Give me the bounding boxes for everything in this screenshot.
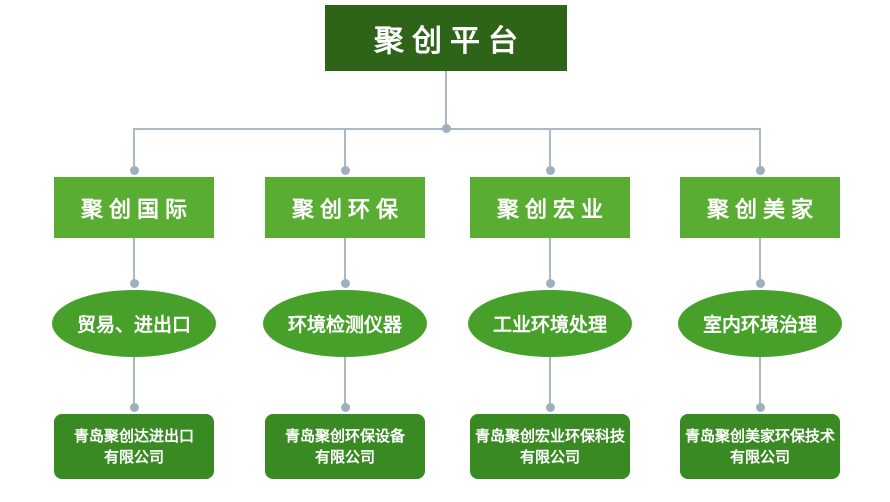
company-name-line: 有限公司 xyxy=(103,447,164,466)
company-name-line: 有限公司 xyxy=(519,447,580,466)
connector-dot xyxy=(340,166,350,175)
node-division: 聚创美家 xyxy=(680,177,840,238)
connector-line xyxy=(759,238,761,286)
connector-dot xyxy=(545,279,555,288)
company-name-line: 青岛聚创宏业环保科技 xyxy=(474,426,625,445)
node-company: 青岛聚创美家环保技术 有限公司 xyxy=(680,414,840,479)
org-column-2: 聚创环保 环境检测仪器 青岛聚创环保设备 有限公司 xyxy=(263,128,427,488)
node-business: 环境检测仪器 xyxy=(263,290,427,357)
connector-junction-dot xyxy=(442,124,451,133)
connector-dot xyxy=(129,279,139,288)
connector-dot xyxy=(129,166,139,175)
org-column-4: 聚创美家 室内环境治理 青岛聚创美家环保技术 有限公司 xyxy=(678,128,842,488)
node-business: 工业环境处理 xyxy=(468,290,632,357)
company-name-line: 青岛聚创达进出口 xyxy=(73,426,194,445)
org-column-1: 聚创国际 贸易、进出口 青岛聚创达进出口 有限公司 xyxy=(52,128,216,488)
connector-line xyxy=(759,357,761,410)
connector-dot xyxy=(755,403,765,412)
node-company: 青岛聚创达进出口 有限公司 xyxy=(54,414,214,479)
connector-line xyxy=(549,357,551,410)
company-name-line: 青岛聚创环保设备 xyxy=(284,426,405,445)
org-column-3: 聚创宏业 工业环境处理 青岛聚创宏业环保科技 有限公司 xyxy=(468,128,632,488)
node-division: 聚创宏业 xyxy=(470,177,630,238)
node-division: 聚创国际 xyxy=(54,177,214,238)
connector-line xyxy=(344,357,346,410)
connector-dot xyxy=(340,403,350,412)
connector-line xyxy=(344,128,346,172)
company-name-line: 有限公司 xyxy=(314,447,375,466)
connector-dot xyxy=(545,166,555,175)
node-business: 室内环境治理 xyxy=(678,290,842,357)
node-division: 聚创环保 xyxy=(265,177,425,238)
node-root-platform: 聚创平台 xyxy=(325,5,567,71)
connector-line xyxy=(344,238,346,286)
connector-dot xyxy=(340,279,350,288)
connector-line xyxy=(133,128,135,172)
connector-dot xyxy=(545,403,555,412)
connector-dot xyxy=(755,166,765,175)
connector-dot xyxy=(129,403,139,412)
company-name-line: 青岛聚创美家环保技术 xyxy=(684,426,835,445)
connector-line xyxy=(133,357,135,410)
connector-line xyxy=(133,238,135,286)
node-company: 青岛聚创环保设备 有限公司 xyxy=(265,414,425,479)
connector-line xyxy=(549,238,551,286)
connector-dot xyxy=(755,279,765,288)
connector-line xyxy=(759,128,761,172)
connector-line xyxy=(549,128,551,172)
node-business: 贸易、进出口 xyxy=(52,290,216,357)
node-company: 青岛聚创宏业环保科技 有限公司 xyxy=(470,414,630,479)
connector-root-drop xyxy=(445,71,447,129)
company-name-line: 有限公司 xyxy=(729,447,790,466)
